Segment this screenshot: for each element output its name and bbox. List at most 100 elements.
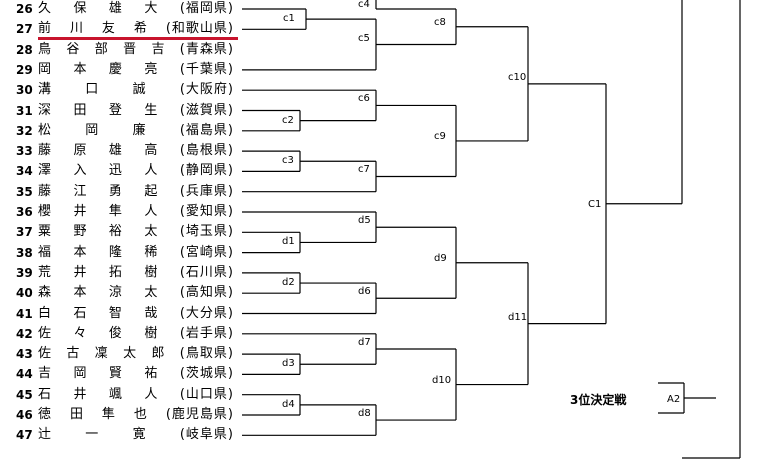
match-label-c7: c7 — [358, 164, 370, 176]
player-name: 鳥谷部晋吉(青森県) — [38, 41, 234, 57]
player-name: 福本隆稀(宮崎県) — [38, 244, 234, 260]
player-name: 佐古凜太郎(鳥取県) — [38, 347, 234, 361]
player-number: 33 — [16, 144, 33, 159]
match-label-d9: d9 — [434, 252, 447, 264]
third-place-title: 3位決定戦 — [570, 393, 627, 407]
player-prefecture: (和歌山県) — [165, 21, 234, 37]
name-char: 友 — [101, 21, 115, 37]
name-char: 辻 — [38, 427, 52, 443]
name-char: 誠 — [132, 82, 146, 98]
player-prefecture: (福岡県) — [179, 1, 234, 16]
player-prefecture: (静岡県) — [179, 163, 234, 179]
player-name: 澤入迅人(静岡県) — [38, 164, 234, 178]
player-prefecture: (埼玉県) — [179, 224, 234, 240]
name-char: 森 — [38, 285, 52, 301]
name-char: 雄 — [108, 143, 122, 159]
player-name: 前川友希(和歌山県) — [38, 22, 234, 36]
name-char: 隼 — [101, 407, 115, 422]
player-number: 26 — [16, 2, 33, 16]
player-number: 30 — [16, 83, 33, 98]
name-char: 藤 — [38, 183, 52, 199]
name-char: 井 — [73, 386, 87, 402]
name-char: 鳥 — [38, 41, 52, 57]
name-char: 太 — [144, 224, 158, 240]
name-char: 登 — [108, 102, 122, 118]
name-char: 澤 — [38, 163, 52, 179]
player-name: 森 本 涼 太 (高知県) — [38, 286, 234, 300]
player-prefecture: (高知県) — [179, 285, 234, 301]
name-char: 石 — [73, 305, 87, 321]
player-prefecture: (滋賀県) — [179, 102, 234, 118]
name-char: 寛 — [132, 427, 146, 443]
name-char: 智 — [108, 305, 122, 321]
player-name: 辻一寛(岐阜県) — [38, 428, 234, 442]
player-number: 34 — [16, 164, 33, 179]
name-char: 松 — [38, 122, 52, 138]
name-char: 本 — [73, 285, 87, 301]
name-char: 亮 — [144, 61, 158, 77]
name-char: 賢 — [108, 366, 122, 382]
name-char: 郎 — [151, 346, 165, 362]
player-number: 38 — [16, 245, 33, 260]
match-label-d11: d11 — [508, 311, 528, 323]
name-char: 隆 — [108, 244, 122, 260]
name-char: 々 — [73, 325, 87, 341]
match-label-d10: d10 — [432, 374, 452, 386]
name-char: 樹 — [144, 264, 158, 280]
player-prefecture: (兵庫県) — [179, 183, 234, 199]
match-label-d3: d3 — [282, 358, 295, 370]
name-char: 佐 — [38, 325, 52, 341]
match-label-c1: C1 — [588, 198, 602, 210]
name-char: 生 — [144, 102, 158, 118]
player-number: 43 — [16, 347, 33, 362]
match-label-d4: d4 — [282, 398, 295, 410]
third-place-code: A2 — [667, 394, 681, 405]
name-char: 也 — [133, 407, 147, 422]
name-char: 江 — [73, 183, 87, 199]
player-number: 37 — [16, 225, 33, 240]
player-number: 41 — [16, 306, 33, 321]
match-label-d2: d2 — [282, 277, 295, 289]
name-char: 岡 — [73, 366, 87, 382]
name-char: 人 — [144, 386, 158, 402]
player-prefecture: (茨城県) — [179, 366, 234, 382]
player-prefecture: (島根県) — [179, 143, 234, 159]
name-char: 勇 — [108, 183, 122, 199]
name-char: 佐 — [38, 346, 52, 362]
match-label-c10: c10 — [508, 71, 527, 83]
name-char: 凜 — [94, 346, 108, 362]
match-label-c8: c8 — [434, 16, 446, 28]
match-label-d1: d1 — [282, 236, 295, 248]
name-char: 起 — [144, 183, 158, 199]
name-char: 太 — [144, 285, 158, 301]
name-char: 福 — [38, 244, 52, 260]
player-prefecture: (大分県) — [179, 305, 234, 321]
name-char: 原 — [73, 143, 87, 159]
player-number: 44 — [16, 367, 33, 382]
name-char: 高 — [144, 143, 158, 159]
name-char: 口 — [85, 82, 99, 98]
name-char: 粟 — [38, 224, 52, 240]
name-char: 大 — [144, 1, 158, 16]
name-char: 拓 — [108, 264, 122, 280]
player-name: 荒井拓樹(石川県) — [38, 264, 234, 280]
name-char: 吉 — [151, 41, 165, 57]
player-name: 佐々俊樹(岩手県) — [38, 325, 234, 341]
match-label-c5: c5 — [358, 32, 370, 44]
name-char: 吉 — [38, 366, 52, 382]
name-char: 保 — [73, 1, 87, 16]
name-char: 入 — [73, 163, 87, 179]
player-prefecture: (鹿児島県) — [165, 407, 234, 422]
player-number: 45 — [16, 387, 33, 402]
name-char: 涼 — [108, 285, 122, 301]
player-prefecture: (岩手県) — [179, 325, 234, 341]
name-char: 雄 — [108, 1, 122, 16]
name-char: 川 — [69, 21, 83, 37]
player-name: 藤原雄高(島根県) — [38, 144, 234, 158]
name-char: 裕 — [108, 224, 122, 240]
match-label-d6: d6 — [358, 286, 371, 298]
match-label-c1: c1 — [283, 13, 295, 25]
name-char: 前 — [38, 21, 52, 37]
name-char: 野 — [73, 224, 87, 240]
name-char: 慶 — [108, 61, 122, 77]
